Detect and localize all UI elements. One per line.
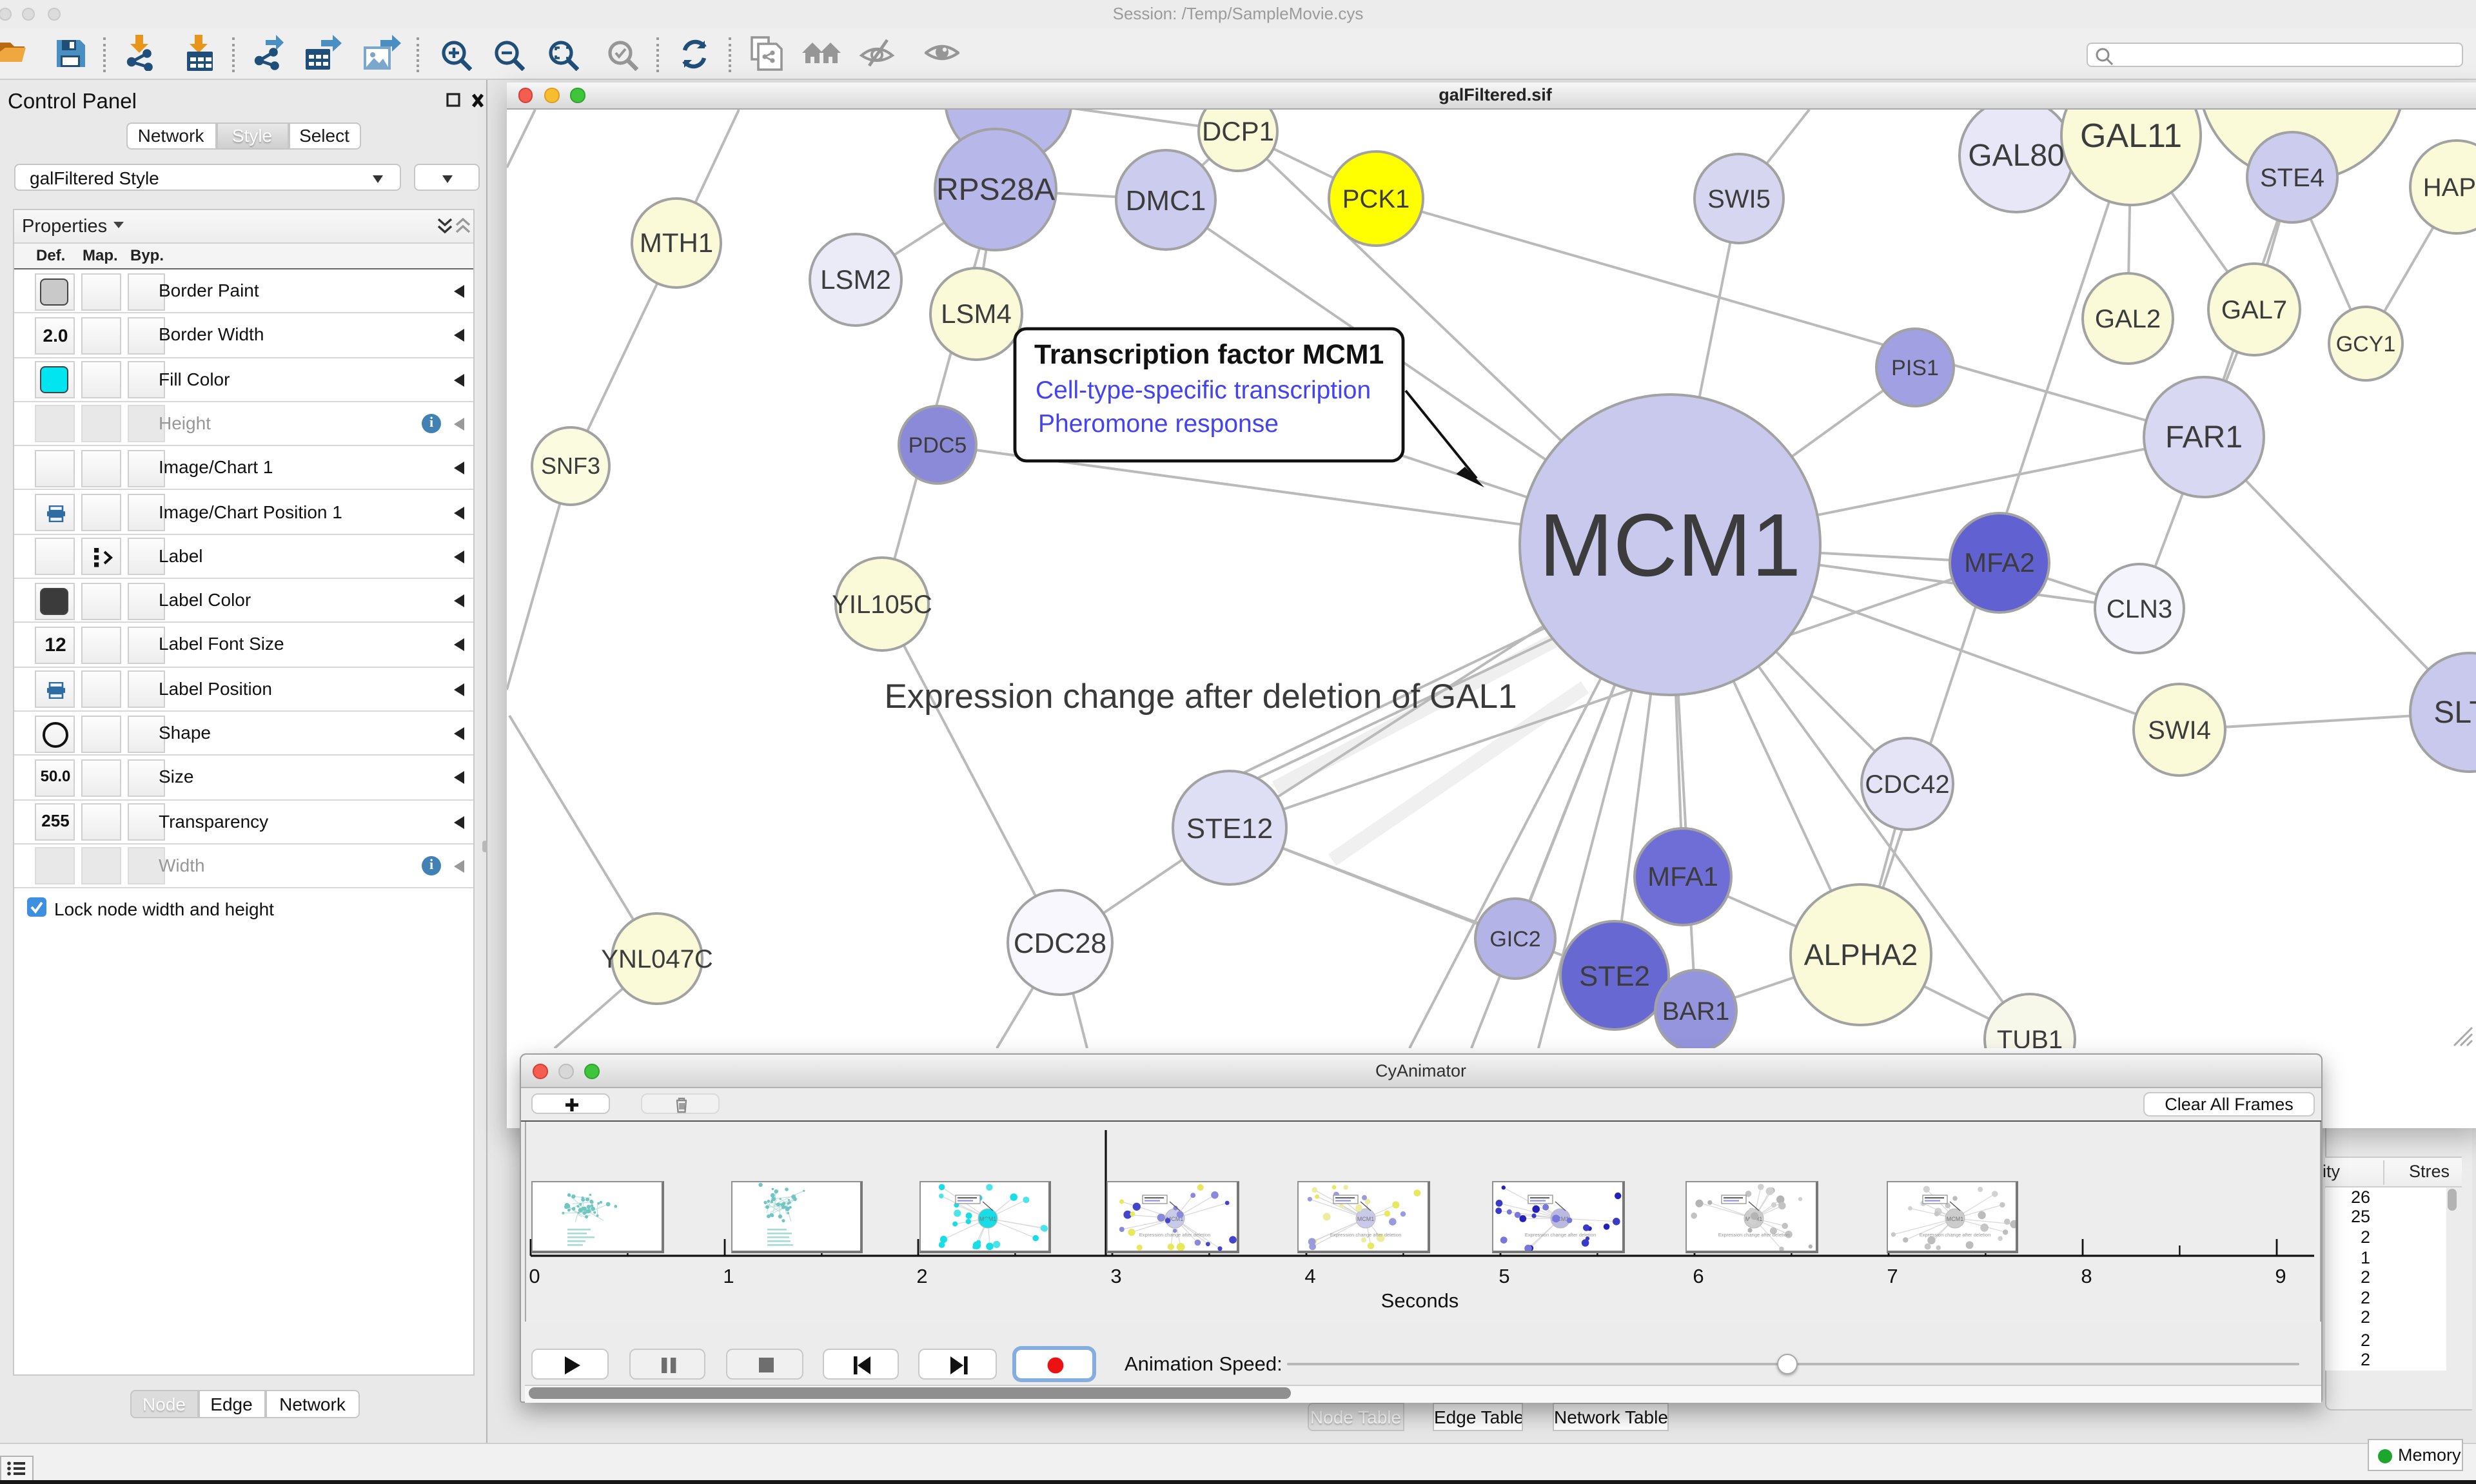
svg-text:PDC5: PDC5: [909, 433, 967, 457]
svg-text:GIC2: GIC2: [1489, 926, 1540, 951]
svg-text:Expression change after deleti: Expression change after deletion: [1525, 1232, 1597, 1238]
svg-text:PIS1: PIS1: [1891, 355, 1939, 380]
svg-text:Expression change after deleti: Expression change after deletion: [1718, 1232, 1790, 1238]
svg-text:9: 9: [2275, 1265, 2286, 1287]
svg-text:Expression change after deleti: Expression change after deletion: [1919, 1232, 1990, 1238]
svg-text:Seconds: Seconds: [1381, 1289, 1459, 1312]
svg-text:4: 4: [1304, 1265, 1315, 1287]
svg-text:7: 7: [1887, 1265, 1898, 1287]
svg-text:TUB1: TUB1: [1997, 1025, 2063, 1048]
svg-text:Pheromone response: Pheromone response: [1038, 409, 1279, 437]
svg-text:MCM1: MCM1: [1552, 1216, 1569, 1222]
svg-text:DCP1: DCP1: [1202, 115, 1274, 146]
svg-text:GAL2: GAL2: [2095, 304, 2161, 333]
svg-text:SNF3: SNF3: [541, 452, 600, 478]
svg-text:BAR1: BAR1: [1662, 997, 1730, 1025]
svg-text:YIL105C: YIL105C: [832, 590, 932, 618]
svg-text:2: 2: [916, 1265, 927, 1287]
svg-text:Expression change after deleti: Expression change after deletion: [1139, 1232, 1211, 1238]
svg-text:CDC28: CDC28: [1014, 927, 1106, 959]
svg-text:Expression change after deleti: Expression change after deletion of GAL1: [884, 677, 1517, 715]
svg-text:Transcription factor MCM1: Transcription factor MCM1: [1034, 338, 1384, 369]
svg-text:Cell-type-specific transcripti: Cell-type-specific transcription: [1036, 376, 1371, 404]
svg-text:5: 5: [1498, 1265, 1509, 1287]
svg-text:SWI5: SWI5: [1707, 184, 1771, 213]
svg-text:LSM2: LSM2: [820, 264, 891, 294]
svg-text:6: 6: [1693, 1265, 1704, 1287]
svg-text:1: 1: [723, 1265, 734, 1287]
svg-text:SWI4: SWI4: [2148, 716, 2211, 744]
svg-text:HAP2: HAP2: [2423, 173, 2476, 201]
svg-text:MCM1: MCM1: [1357, 1216, 1375, 1222]
svg-text:STE2: STE2: [1579, 960, 1650, 991]
svg-text:MCM1: MCM1: [1539, 495, 1801, 594]
svg-text:GCY1: GCY1: [2336, 331, 2396, 356]
svg-text:RPS28A: RPS28A: [936, 172, 1055, 206]
svg-text:8: 8: [2081, 1265, 2092, 1287]
svg-text:GAL7: GAL7: [2221, 295, 2287, 324]
svg-text:3: 3: [1110, 1265, 1121, 1287]
svg-text:YNL047C: YNL047C: [601, 944, 712, 973]
svg-text:GAL80: GAL80: [1968, 138, 2064, 172]
svg-text:STE12: STE12: [1186, 812, 1273, 844]
svg-text:PCK1: PCK1: [1342, 184, 1410, 213]
svg-text:STE4: STE4: [2260, 163, 2324, 191]
svg-text:DMC1: DMC1: [1126, 184, 1206, 216]
svg-text:MFA1: MFA1: [1647, 861, 1718, 891]
svg-text:MTH1: MTH1: [640, 227, 713, 257]
svg-text:ALPHA2: ALPHA2: [1804, 937, 1918, 971]
svg-text:FAR1: FAR1: [2165, 420, 2243, 454]
svg-text:MCM1: MCM1: [1166, 1216, 1184, 1222]
svg-text:LSM4: LSM4: [941, 298, 1012, 328]
svg-text:CDC42: CDC42: [1865, 770, 1949, 798]
svg-text:Expression change after deleti: Expression change after deletion: [1330, 1232, 1402, 1238]
svg-text:GAL11: GAL11: [2080, 117, 2182, 154]
svg-text:0: 0: [529, 1265, 540, 1287]
svg-text:MFA2: MFA2: [1964, 547, 2035, 577]
svg-text:SLT2: SLT2: [2433, 695, 2476, 729]
svg-text:CLN3: CLN3: [2107, 594, 2172, 623]
svg-text:MCM1: MCM1: [1946, 1216, 1963, 1222]
